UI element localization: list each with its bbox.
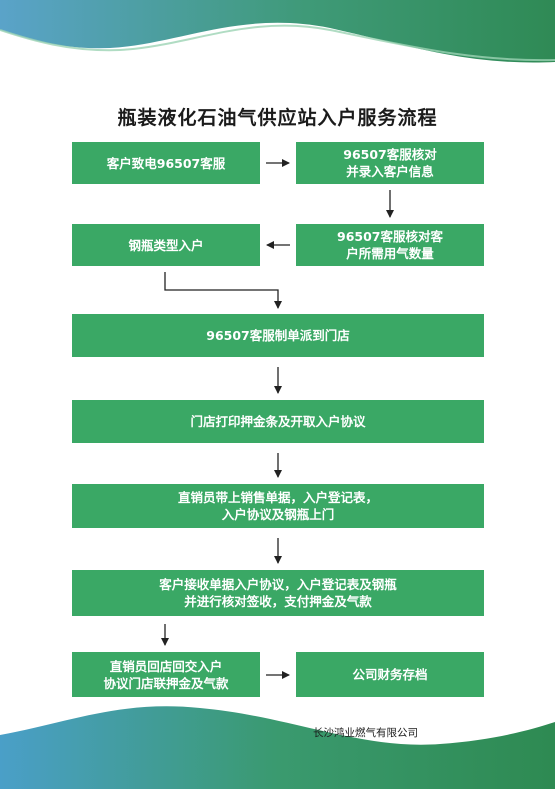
company-name: 长沙鸿业燃气有限公司 <box>313 727 418 739</box>
step-finance-archive: 公司财务存档 <box>296 652 484 697</box>
step-customer-call: 客户致电96507客服 <box>72 142 260 184</box>
step-customer-receive: 客户接收单据入户协议，入户登记表及钢瓶 并进行核对签收，支付押金及气款 <box>72 570 484 616</box>
step-create-order: 96507客服制单派到门店 <box>72 314 484 357</box>
step-print-deposit: 门店打印押金条及开取入户协议 <box>72 400 484 443</box>
page-title: 瓶装液化石油气供应站入户服务流程 <box>117 107 438 129</box>
step-salesperson-visit: 直销员带上销售单据，入户登记表， 入户协议及钢瓶上门 <box>72 484 484 528</box>
step-return-store: 直销员回店回交入户 协议门店联押金及气款 <box>72 652 260 697</box>
step-cylinder-type: 钢瓶类型入户 <box>72 224 260 266</box>
step-check-gas-amount: 96507客服核对客 户所需用气数量 <box>296 224 484 266</box>
arrow-s4-s5 <box>164 272 282 309</box>
step-record-info: 96507客服核对 并录入客户信息 <box>296 142 484 184</box>
